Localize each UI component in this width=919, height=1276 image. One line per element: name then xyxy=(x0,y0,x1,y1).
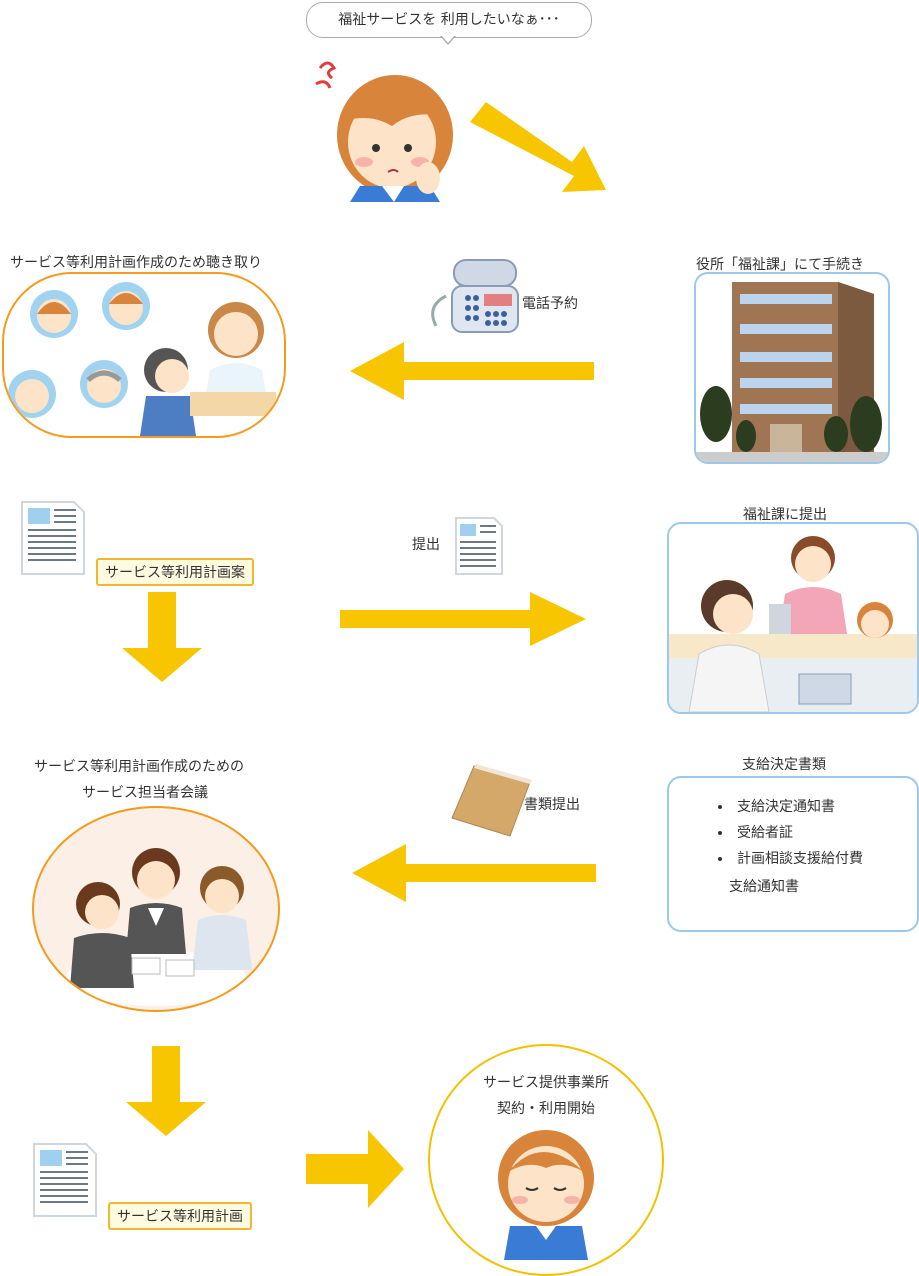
arrow-down-1 xyxy=(122,592,202,682)
decision-item: 計画相談支援給付費 xyxy=(733,846,917,872)
telephone-icon xyxy=(431,259,519,333)
decision-item-continuation: 支給通知書 xyxy=(729,879,799,895)
speech-bubble: 福祉サービスを 利用したいなぁ･･･ xyxy=(306,2,592,38)
submit-counter-illustration xyxy=(667,522,919,714)
arrow-left-1 xyxy=(350,342,594,400)
submit-label: 提出 xyxy=(412,537,440,553)
meeting-label-line2: サービス担当者会議 xyxy=(82,785,208,801)
arrow-down-2 xyxy=(126,1046,206,1136)
arrow-right-2 xyxy=(306,1130,404,1208)
decision-title: 支給決定書類 xyxy=(742,757,826,773)
decision-item: 支給決定通知書 xyxy=(733,794,917,820)
plan-tag: サービス等利用計画 xyxy=(108,1202,252,1230)
envelope-icon xyxy=(451,764,532,837)
provider-label-line2: 契約・利用開始 xyxy=(497,1101,595,1117)
office-building-illustration xyxy=(694,272,890,464)
meeting-label-line1: サービス等利用計画作成のための xyxy=(34,759,244,775)
arrow-down-right xyxy=(470,102,606,192)
speech-bubble-tail-inner xyxy=(441,35,455,43)
submit-document-icon xyxy=(455,517,503,575)
hearing-label: サービス等利用計画作成のため聴き取り xyxy=(10,255,262,271)
docs-submit-label: 書類提出 xyxy=(524,797,580,813)
decision-documents-box: 支給決定通知書 受給者証 計画相談支援給付費 支給通知書 xyxy=(667,776,919,932)
office-label: 役所「福祉課」にて手続き xyxy=(696,257,864,273)
draft-plan-tag: サービス等利用計画案 xyxy=(96,558,254,586)
decision-documents-list: 支給決定通知書 受給者証 計画相談支援給付費 xyxy=(669,794,917,872)
bowing-woman-illustration xyxy=(498,1130,594,1260)
plan-document-icon xyxy=(33,1143,97,1217)
decision-item: 受給者証 xyxy=(733,820,917,846)
submit-office-label: 福祉課に提出 xyxy=(743,507,827,523)
provider-label-line1: サービス提供事業所 xyxy=(483,1075,609,1091)
phone-label: 電話予約 xyxy=(522,296,578,312)
arrow-right-1 xyxy=(340,592,586,646)
provider-circle: サービス提供事業所 契約・利用開始 xyxy=(428,1044,664,1276)
hearing-illustration xyxy=(2,272,286,438)
meeting-illustration xyxy=(32,806,280,1012)
draft-document-icon xyxy=(21,501,85,575)
arrow-left-2 xyxy=(352,844,596,902)
thinking-woman-illustration xyxy=(315,61,453,202)
